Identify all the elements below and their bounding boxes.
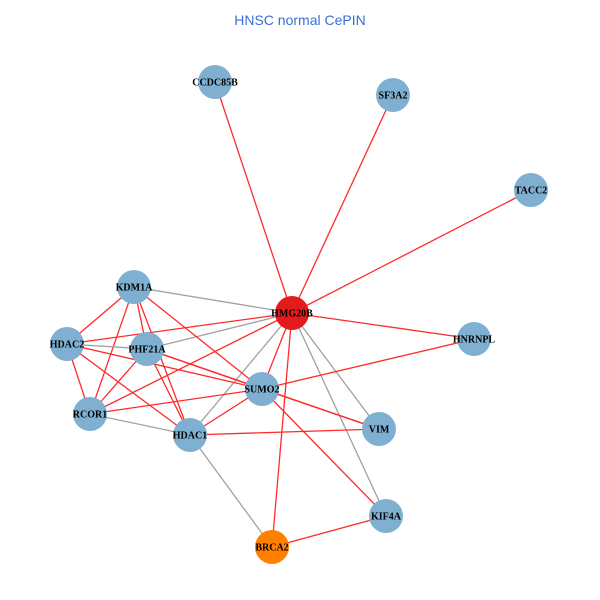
edge-hdac2-sumo2: [66, 343, 263, 390]
node-circle: [130, 332, 164, 366]
node-label: SF3A2: [379, 90, 408, 101]
edge-rcor1-sumo2: [89, 388, 263, 415]
node-label: TACC2: [515, 185, 548, 196]
node-circle: [275, 296, 309, 330]
edge-hmg20b-kif4a: [291, 312, 387, 517]
node-brca2: BRCA2: [255, 530, 289, 564]
node-label: CCDC85B: [192, 77, 238, 88]
node-label: VIM: [369, 424, 390, 435]
node-circle: [50, 327, 84, 361]
node-hnrnpl: HNRNPL: [453, 322, 496, 356]
edge-hmg20b-brca2: [271, 312, 293, 548]
node-tacc2: TACC2: [514, 173, 548, 207]
edge-sumo2-hnrnpl: [261, 338, 475, 390]
node-circle: [198, 65, 232, 99]
edge-hdac1-brca2: [189, 434, 273, 548]
node-sumo2: SUMO2: [245, 372, 280, 406]
edge-rcor1-hdac1: [89, 413, 191, 436]
edge-kdm1a-hdac1: [133, 286, 191, 436]
edge-hdac1-vim: [189, 428, 380, 436]
node-circle: [117, 270, 151, 304]
edge-hmg20b-tacc2: [291, 189, 532, 314]
node-label: HNRNPL: [453, 334, 496, 345]
node-hdac2: HDAC2: [50, 327, 84, 361]
node-label: HMG20B: [271, 308, 313, 319]
node-circle: [362, 412, 396, 446]
edge-hmg20b-sf3a2: [291, 94, 394, 314]
edge-hmg20b-hdac1: [189, 312, 293, 436]
node-hdac1: HDAC1: [173, 418, 207, 452]
edge-hmg20b-hnrnpl: [291, 312, 475, 340]
node-hmg20b: HMG20B: [271, 296, 313, 330]
figure-title: HNSC normal CePIN: [234, 12, 366, 28]
edge-kdm1a-rcor1: [89, 286, 135, 415]
node-kdm1a: KDM1A: [116, 270, 153, 304]
node-label: KIF4A: [371, 511, 402, 522]
node-sf3a2: SF3A2: [376, 78, 410, 112]
node-label: BRCA2: [255, 542, 288, 553]
node-ccdc85b: CCDC85B: [192, 65, 238, 99]
node-circle: [245, 372, 279, 406]
node-rcor1: RCOR1: [73, 397, 107, 431]
node-circle: [255, 530, 289, 564]
node-circle: [173, 418, 207, 452]
edge-brca2-kif4a: [271, 515, 387, 548]
node-circle: [457, 322, 491, 356]
node-label: SUMO2: [245, 384, 280, 395]
node-circle: [514, 173, 548, 207]
node-label: HDAC1: [173, 430, 207, 441]
edge-hmg20b-hdac2: [66, 312, 293, 345]
edge-hmg20b-kdm1a: [133, 286, 293, 314]
node-label: KDM1A: [116, 282, 153, 293]
node-label: PHF21A: [128, 344, 166, 355]
node-kif4a: KIF4A: [369, 499, 403, 533]
node-label: RCOR1: [73, 409, 107, 420]
node-vim: VIM: [362, 412, 396, 446]
node-phf21a: PHF21A: [128, 332, 166, 366]
edge-hdac2-hdac1: [66, 343, 191, 436]
edge-kdm1a-sumo2: [133, 286, 263, 390]
edge-sumo2-kif4a: [261, 388, 387, 517]
node-circle: [73, 397, 107, 431]
node-label: HDAC2: [50, 339, 84, 350]
edge-sumo2-vim: [261, 388, 380, 430]
edge-hmg20b-phf21a: [146, 312, 293, 350]
node-circle: [376, 78, 410, 112]
node-circle: [369, 499, 403, 533]
edge-hmg20b-ccdc85b: [214, 81, 293, 314]
